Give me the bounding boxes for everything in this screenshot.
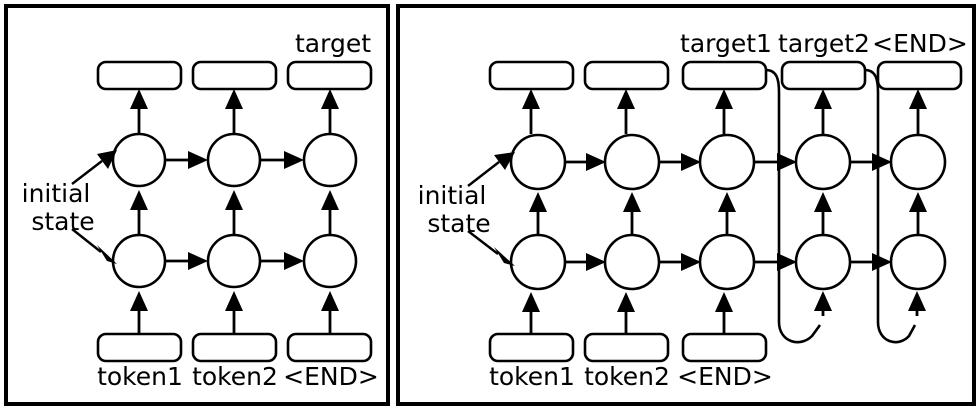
left-initial-state-label-line1: initial (22, 179, 91, 208)
right-input-label-token1: token1 (489, 362, 575, 391)
left-initial-state-edge-top (71, 160, 103, 185)
left-cell-top-2[interactable] (206, 132, 262, 188)
left-output-box-2[interactable] (191, 60, 278, 91)
left-input-box-token2[interactable] (191, 332, 278, 363)
right-initial-state-arrowhead-top (494, 152, 515, 170)
right-initial-state-label-line1: initial (418, 181, 487, 210)
left-output-label-target: target (295, 29, 371, 58)
left-output-box-1[interactable] (96, 60, 183, 91)
left-cell-top-1[interactable] (111, 132, 167, 188)
left-input-label-end: <END> (283, 362, 379, 391)
left-cell-bottom-1[interactable] (111, 233, 167, 289)
right-input-box-end[interactable] (681, 332, 768, 363)
right-cell-top-1[interactable] (509, 133, 567, 191)
left-cell-bottom-3[interactable] (302, 233, 358, 289)
right-output-label-target2: target2 (778, 29, 870, 58)
right-output-box-target2[interactable] (780, 60, 867, 91)
right-output-box-1[interactable] (488, 60, 575, 91)
left-cell-top-3[interactable] (302, 132, 358, 188)
left-initial-state-label-line2: state (31, 207, 94, 236)
right-output-label-end: <END> (872, 29, 968, 58)
right-cell-top-4[interactable] (794, 133, 852, 191)
left-input-box-token1[interactable] (96, 332, 183, 363)
right-cell-top-5[interactable] (889, 133, 947, 191)
left-input-label-token2: token2 (192, 362, 278, 391)
left-output-box-target[interactable] (286, 60, 373, 91)
right-feedback-curve-target2 (864, 68, 917, 344)
right-initial-state-label-line2: state (427, 209, 490, 238)
left-initial-state-edge-bottom (71, 228, 102, 253)
right-initial-state-edge-top (467, 161, 500, 187)
right-cell-top-2[interactable] (603, 133, 661, 191)
right-cell-bottom-3[interactable] (698, 233, 756, 291)
right-input-box-token1[interactable] (488, 332, 575, 363)
right-initial-state-arrowhead-bottom (494, 247, 515, 266)
right-output-box-2[interactable] (583, 60, 670, 91)
right-output-box-end[interactable] (876, 60, 963, 91)
right-cell-bottom-4[interactable] (794, 233, 852, 291)
right-output-box-target1[interactable] (681, 60, 768, 91)
left-initial-state-arrowhead-top (97, 150, 117, 169)
left-input-box-end[interactable] (286, 332, 373, 363)
right-input-box-token2[interactable] (583, 332, 670, 363)
right-cell-top-3[interactable] (698, 133, 756, 191)
right-output-label-target1: target1 (680, 29, 772, 58)
left-input-label-token1: token1 (97, 362, 183, 391)
right-cell-bottom-1[interactable] (509, 233, 567, 291)
right-input-label-token2: token2 (584, 362, 670, 391)
right-cell-bottom-5[interactable] (889, 233, 947, 291)
right-feedback-curve-target1 (765, 68, 822, 344)
right-initial-state-edge-bottom (467, 230, 499, 255)
right-input-label-end: <END> (677, 362, 773, 391)
right-cell-bottom-2[interactable] (603, 233, 661, 291)
left-initial-state-arrowhead-bottom (97, 245, 117, 264)
left-cell-bottom-2[interactable] (206, 233, 262, 289)
